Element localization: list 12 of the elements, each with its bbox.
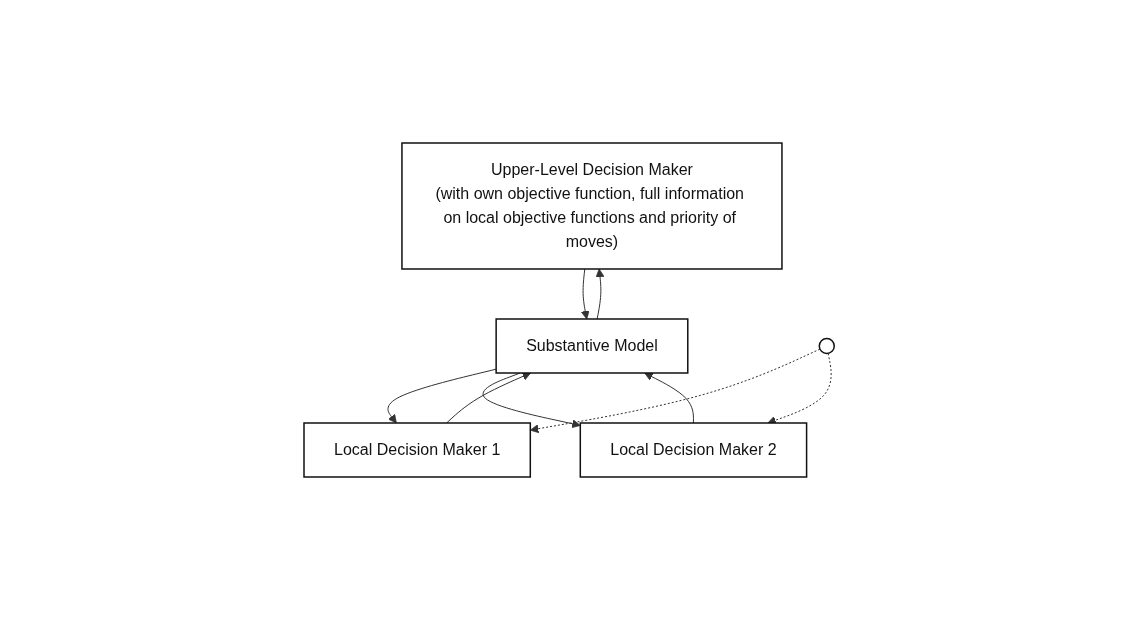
arrow bbox=[387, 368, 497, 424]
node-circle bbox=[818, 337, 835, 355]
arrow bbox=[595, 268, 605, 320]
arrow bbox=[767, 352, 832, 425]
arrow bbox=[445, 372, 531, 424]
node-box: Substantive Model bbox=[495, 318, 689, 374]
node-box: Upper-Level Decision Maker (with own objective function, full information on local objective functions and priority of moves) bbox=[401, 142, 783, 270]
arrow bbox=[644, 372, 694, 424]
arrow bbox=[482, 372, 581, 429]
arrow bbox=[580, 268, 590, 320]
node-box: Local Decision Maker 2 bbox=[579, 422, 808, 478]
node-box: Local Decision Maker 1 bbox=[303, 422, 531, 478]
